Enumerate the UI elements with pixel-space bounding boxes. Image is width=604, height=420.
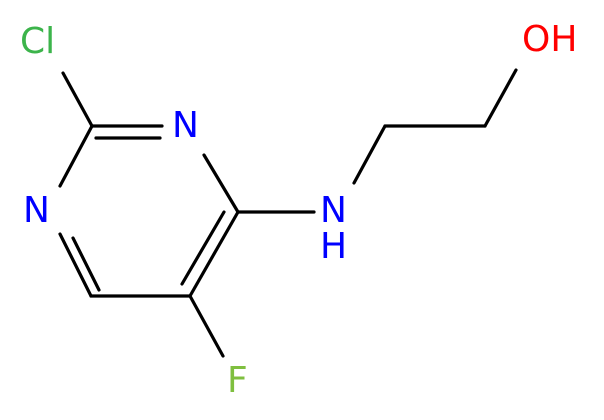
bond-c5-f [188, 294, 225, 358]
bond-n1-c6 [58, 232, 93, 298]
hydroxyl-label: OH [522, 19, 578, 60]
bond-c5-c4 [188, 210, 240, 298]
amine-hydrogen-label: H [320, 226, 348, 267]
bond-nh-ch2 [352, 124, 387, 185]
chlorine-atom-label: Cl [20, 21, 56, 62]
bond-n3-c4 [202, 153, 240, 214]
bond-c5-c4-double [180, 210, 226, 286]
amine-nitrogen-label: N [320, 190, 347, 231]
bond-c2-cl [61, 71, 94, 128]
fluorine-atom-label: F [227, 360, 248, 401]
bond-n1-c6-double [71, 236, 101, 292]
bond-ch2-oh [483, 68, 518, 128]
ring-nitrogen-left-label: N [23, 190, 50, 231]
bond-c2-n1 [58, 124, 94, 188]
ring-nitrogen-top-label: N [172, 105, 199, 146]
